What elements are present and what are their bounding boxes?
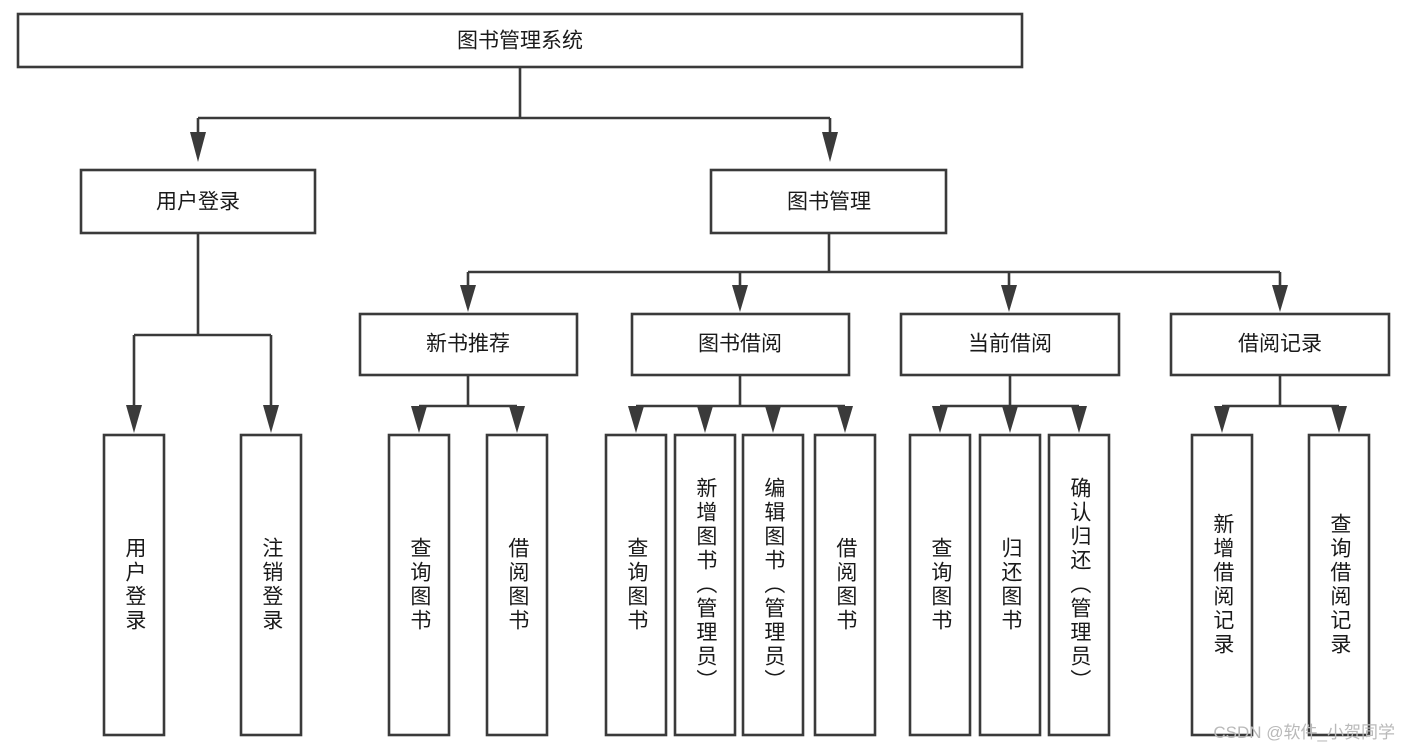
arrowhead-book-mgmt-2 xyxy=(732,285,748,312)
node-leaf-borrow-book-recommend[interactable] xyxy=(485,433,549,737)
node-root-book-management-system[interactable] xyxy=(16,12,1024,69)
node-leaf-add-borrow-record[interactable] xyxy=(1190,433,1254,737)
node-leaf-query-book-recommend[interactable] xyxy=(387,433,451,737)
node-leaf-query-borrow-record[interactable] xyxy=(1307,433,1371,737)
arrowhead-user-login-2 xyxy=(263,405,279,433)
node-leaf-add-book-admin[interactable] xyxy=(673,433,737,737)
node-new-book-recommend[interactable] xyxy=(358,312,579,377)
node-borrow-record-label: 借阅记录 xyxy=(1238,333,1322,356)
node-current-borrow[interactable] xyxy=(899,312,1121,377)
arrowhead-book-mgmt-3 xyxy=(1001,285,1017,312)
arrowhead-current-borrow-3 xyxy=(1071,406,1087,433)
node-borrow-record[interactable] xyxy=(1169,312,1391,377)
node-leaf-borrow-book[interactable] xyxy=(813,433,877,737)
arrowhead-book-mgmt-4 xyxy=(1272,285,1288,312)
node-user-login-label: 用户登录 xyxy=(156,191,240,214)
arrowhead-borrow-record-1 xyxy=(1214,406,1230,433)
node-book-borrow-label: 图书借阅 xyxy=(698,333,782,356)
arrowhead-book-borrow-1 xyxy=(628,406,644,433)
node-leaf-return-book[interactable] xyxy=(978,433,1042,737)
node-leaf-confirm-return-admin[interactable] xyxy=(1047,433,1111,737)
arrowhead-book-borrow-4 xyxy=(837,406,853,433)
arrowhead-current-borrow-1 xyxy=(932,406,948,433)
node-book-management[interactable] xyxy=(709,168,948,235)
node-root-label: 图书管理系统 xyxy=(457,30,583,53)
arrowhead-borrow-record-2 xyxy=(1331,406,1347,433)
node-leaf-user-login[interactable] xyxy=(102,433,166,737)
node-new-book-recommend-label: 新书推荐 xyxy=(426,333,510,356)
arrowhead-current-borrow-2 xyxy=(1002,406,1018,433)
arrowhead-new-book-2 xyxy=(509,406,525,433)
arrowhead-book-mgmt-1 xyxy=(460,285,476,312)
node-book-management-label: 图书管理 xyxy=(787,191,871,214)
node-current-borrow-label: 当前借阅 xyxy=(968,333,1052,356)
node-leaf-logout[interactable] xyxy=(239,433,303,737)
arrowhead-book-borrow-2 xyxy=(697,406,713,433)
arrowhead-root-to-book-mgmt xyxy=(822,132,838,162)
arrowhead-root-to-user-login xyxy=(190,132,206,162)
node-book-borrow[interactable] xyxy=(630,312,851,377)
arrowhead-new-book-1 xyxy=(411,406,427,433)
node-leaf-query-book-current[interactable] xyxy=(908,433,972,737)
node-leaf-edit-book-admin[interactable] xyxy=(741,433,805,737)
node-leaf-query-book-borrow[interactable] xyxy=(604,433,668,737)
arrowhead-book-borrow-3 xyxy=(765,406,781,433)
arrowhead-user-login-1 xyxy=(126,405,142,433)
